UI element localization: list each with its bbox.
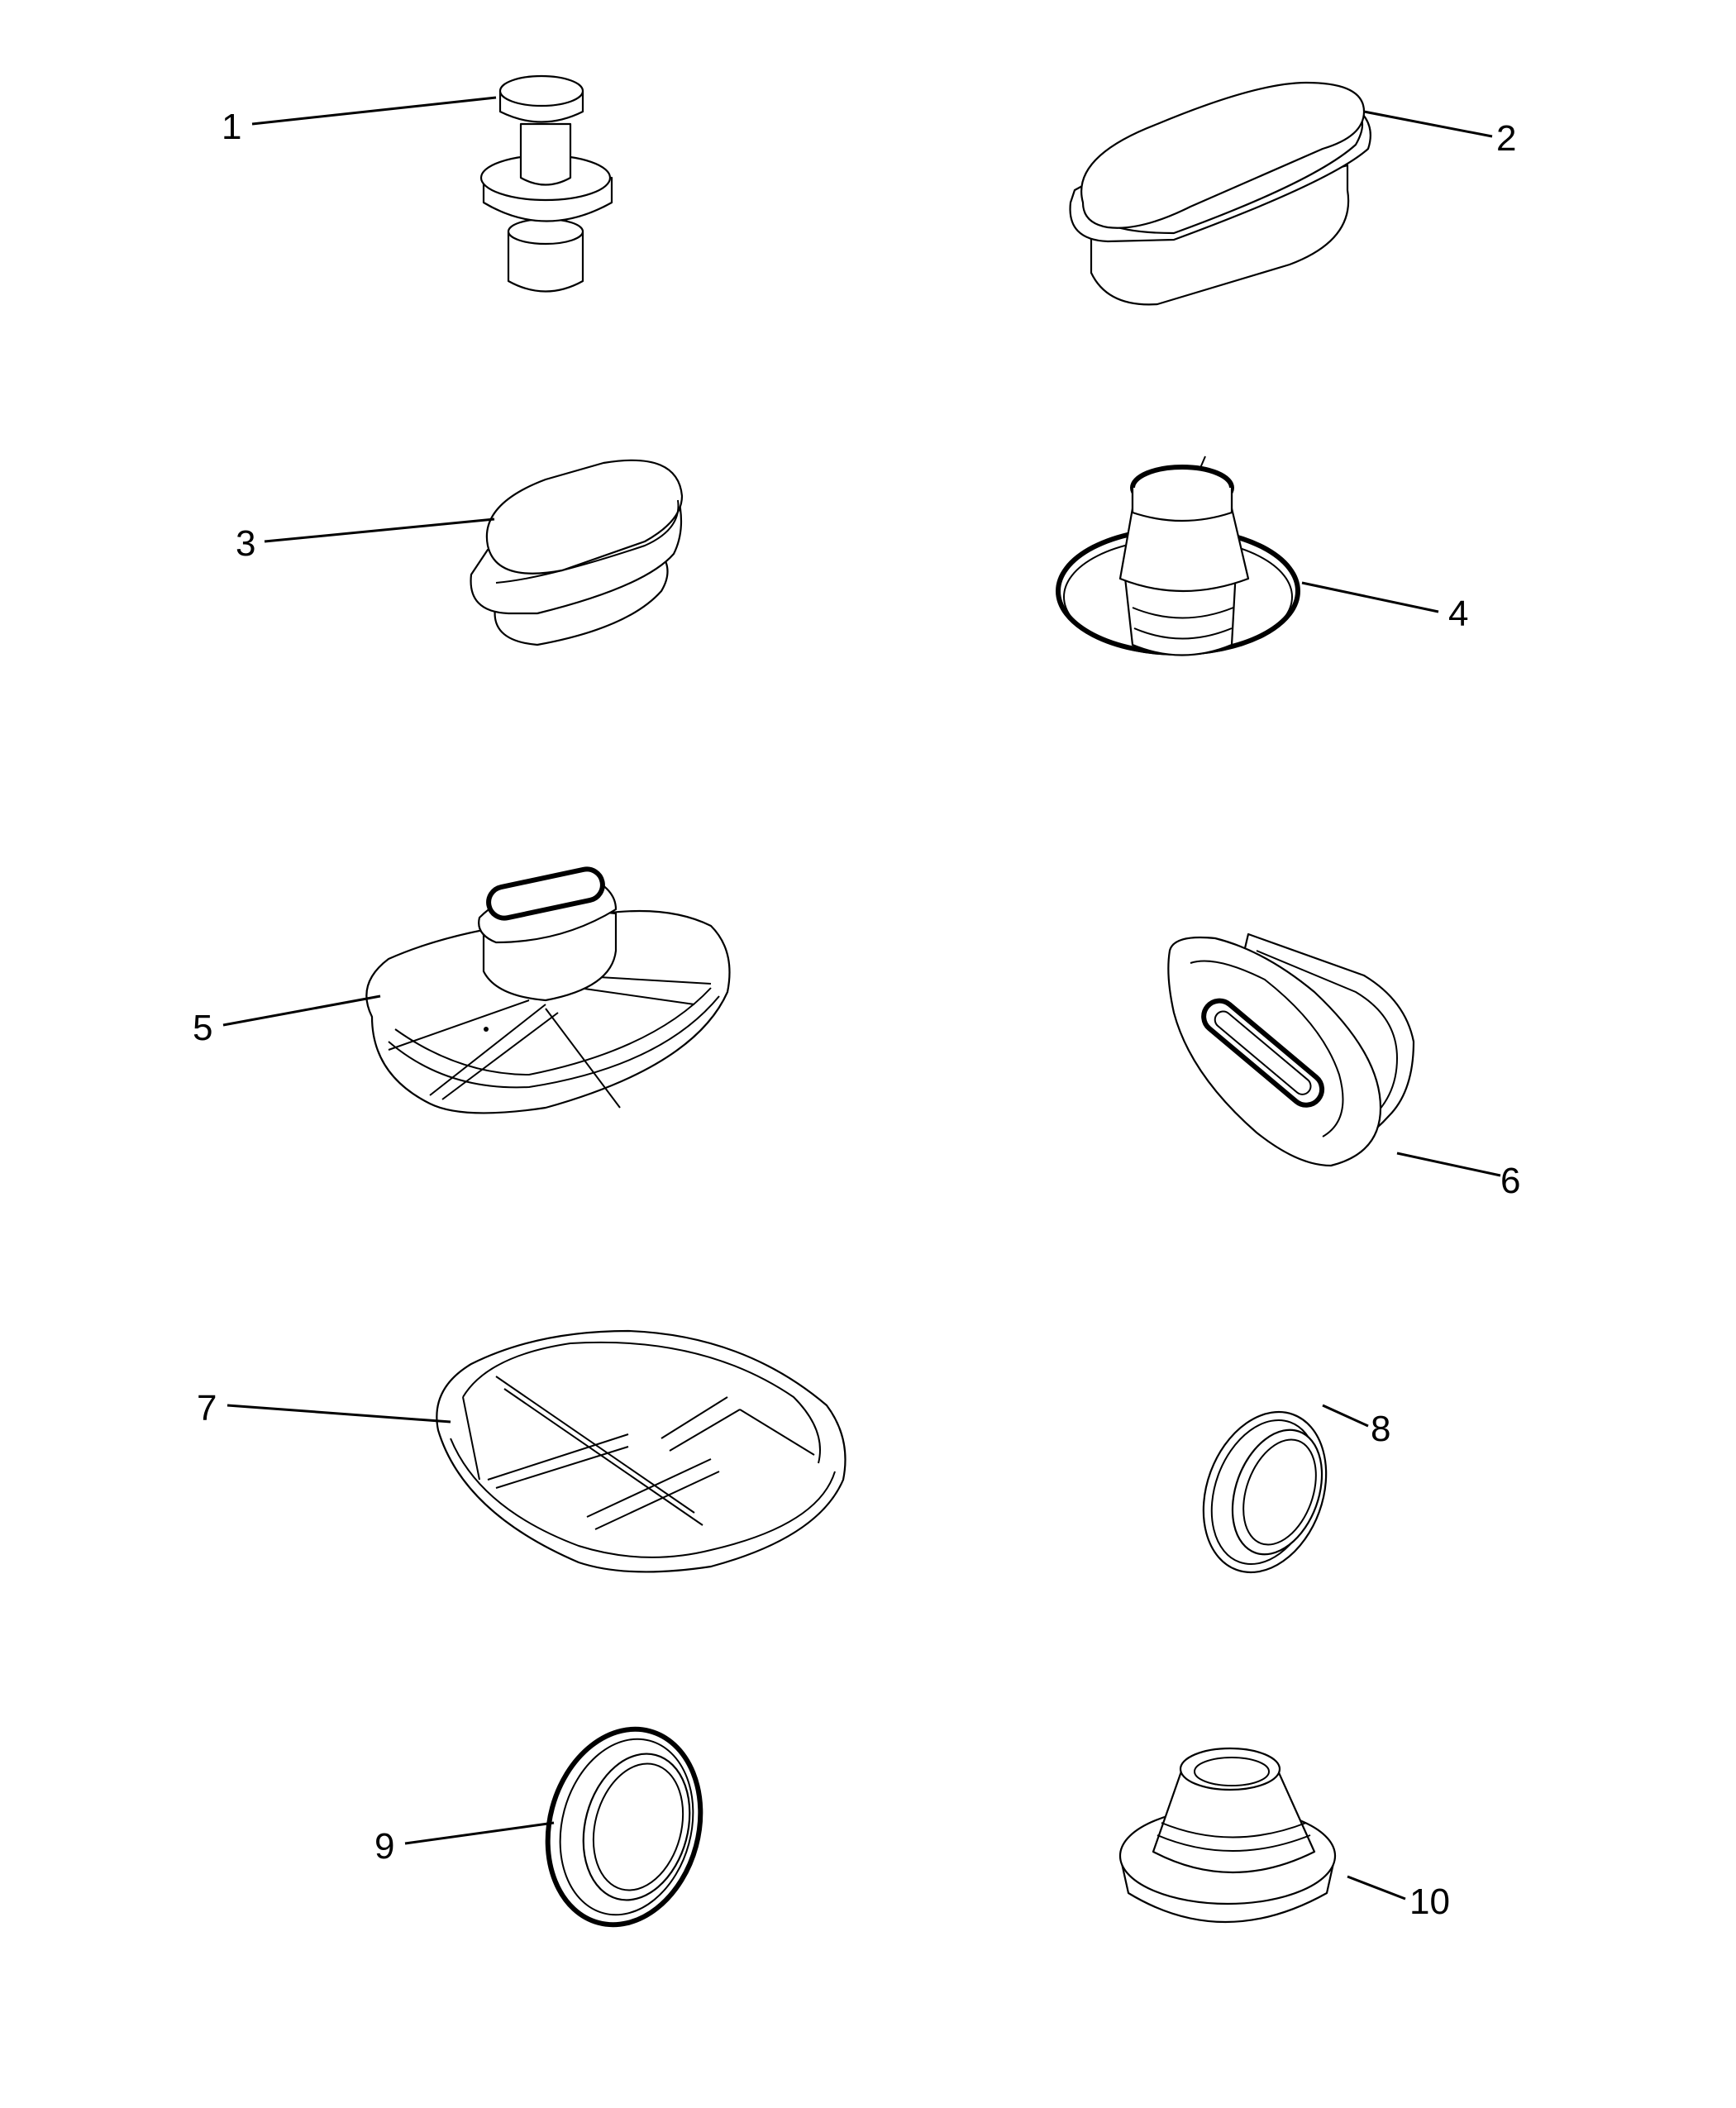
callout-10: 10 bbox=[1409, 1881, 1450, 1922]
callout-9: 9 bbox=[374, 1826, 394, 1867]
part-5-spout-cover bbox=[365, 866, 731, 1114]
part-10-flanged-grommet bbox=[1118, 1747, 1337, 1923]
callout-2: 2 bbox=[1496, 118, 1516, 159]
part-3-oval-plug bbox=[470, 459, 684, 646]
callout-3: 3 bbox=[236, 523, 255, 564]
part-1-push-pin-plug bbox=[479, 74, 613, 293]
callout-1: 1 bbox=[222, 107, 241, 147]
callout-8: 8 bbox=[1371, 1409, 1390, 1449]
part-9-round-grommet bbox=[545, 1726, 703, 1928]
callout-6: 6 bbox=[1500, 1161, 1520, 1201]
part-6-slot-grommet bbox=[1167, 932, 1415, 1167]
part-4-flanged-plug bbox=[1056, 455, 1300, 656]
callout-7: 7 bbox=[197, 1388, 217, 1428]
part-2-oval-plug bbox=[1069, 81, 1371, 306]
part-8-round-grommet bbox=[1202, 1410, 1328, 1574]
callout-4: 4 bbox=[1448, 594, 1468, 634]
callout-5: 5 bbox=[193, 1008, 212, 1048]
part-7-ribbed-cover bbox=[436, 1329, 847, 1573]
